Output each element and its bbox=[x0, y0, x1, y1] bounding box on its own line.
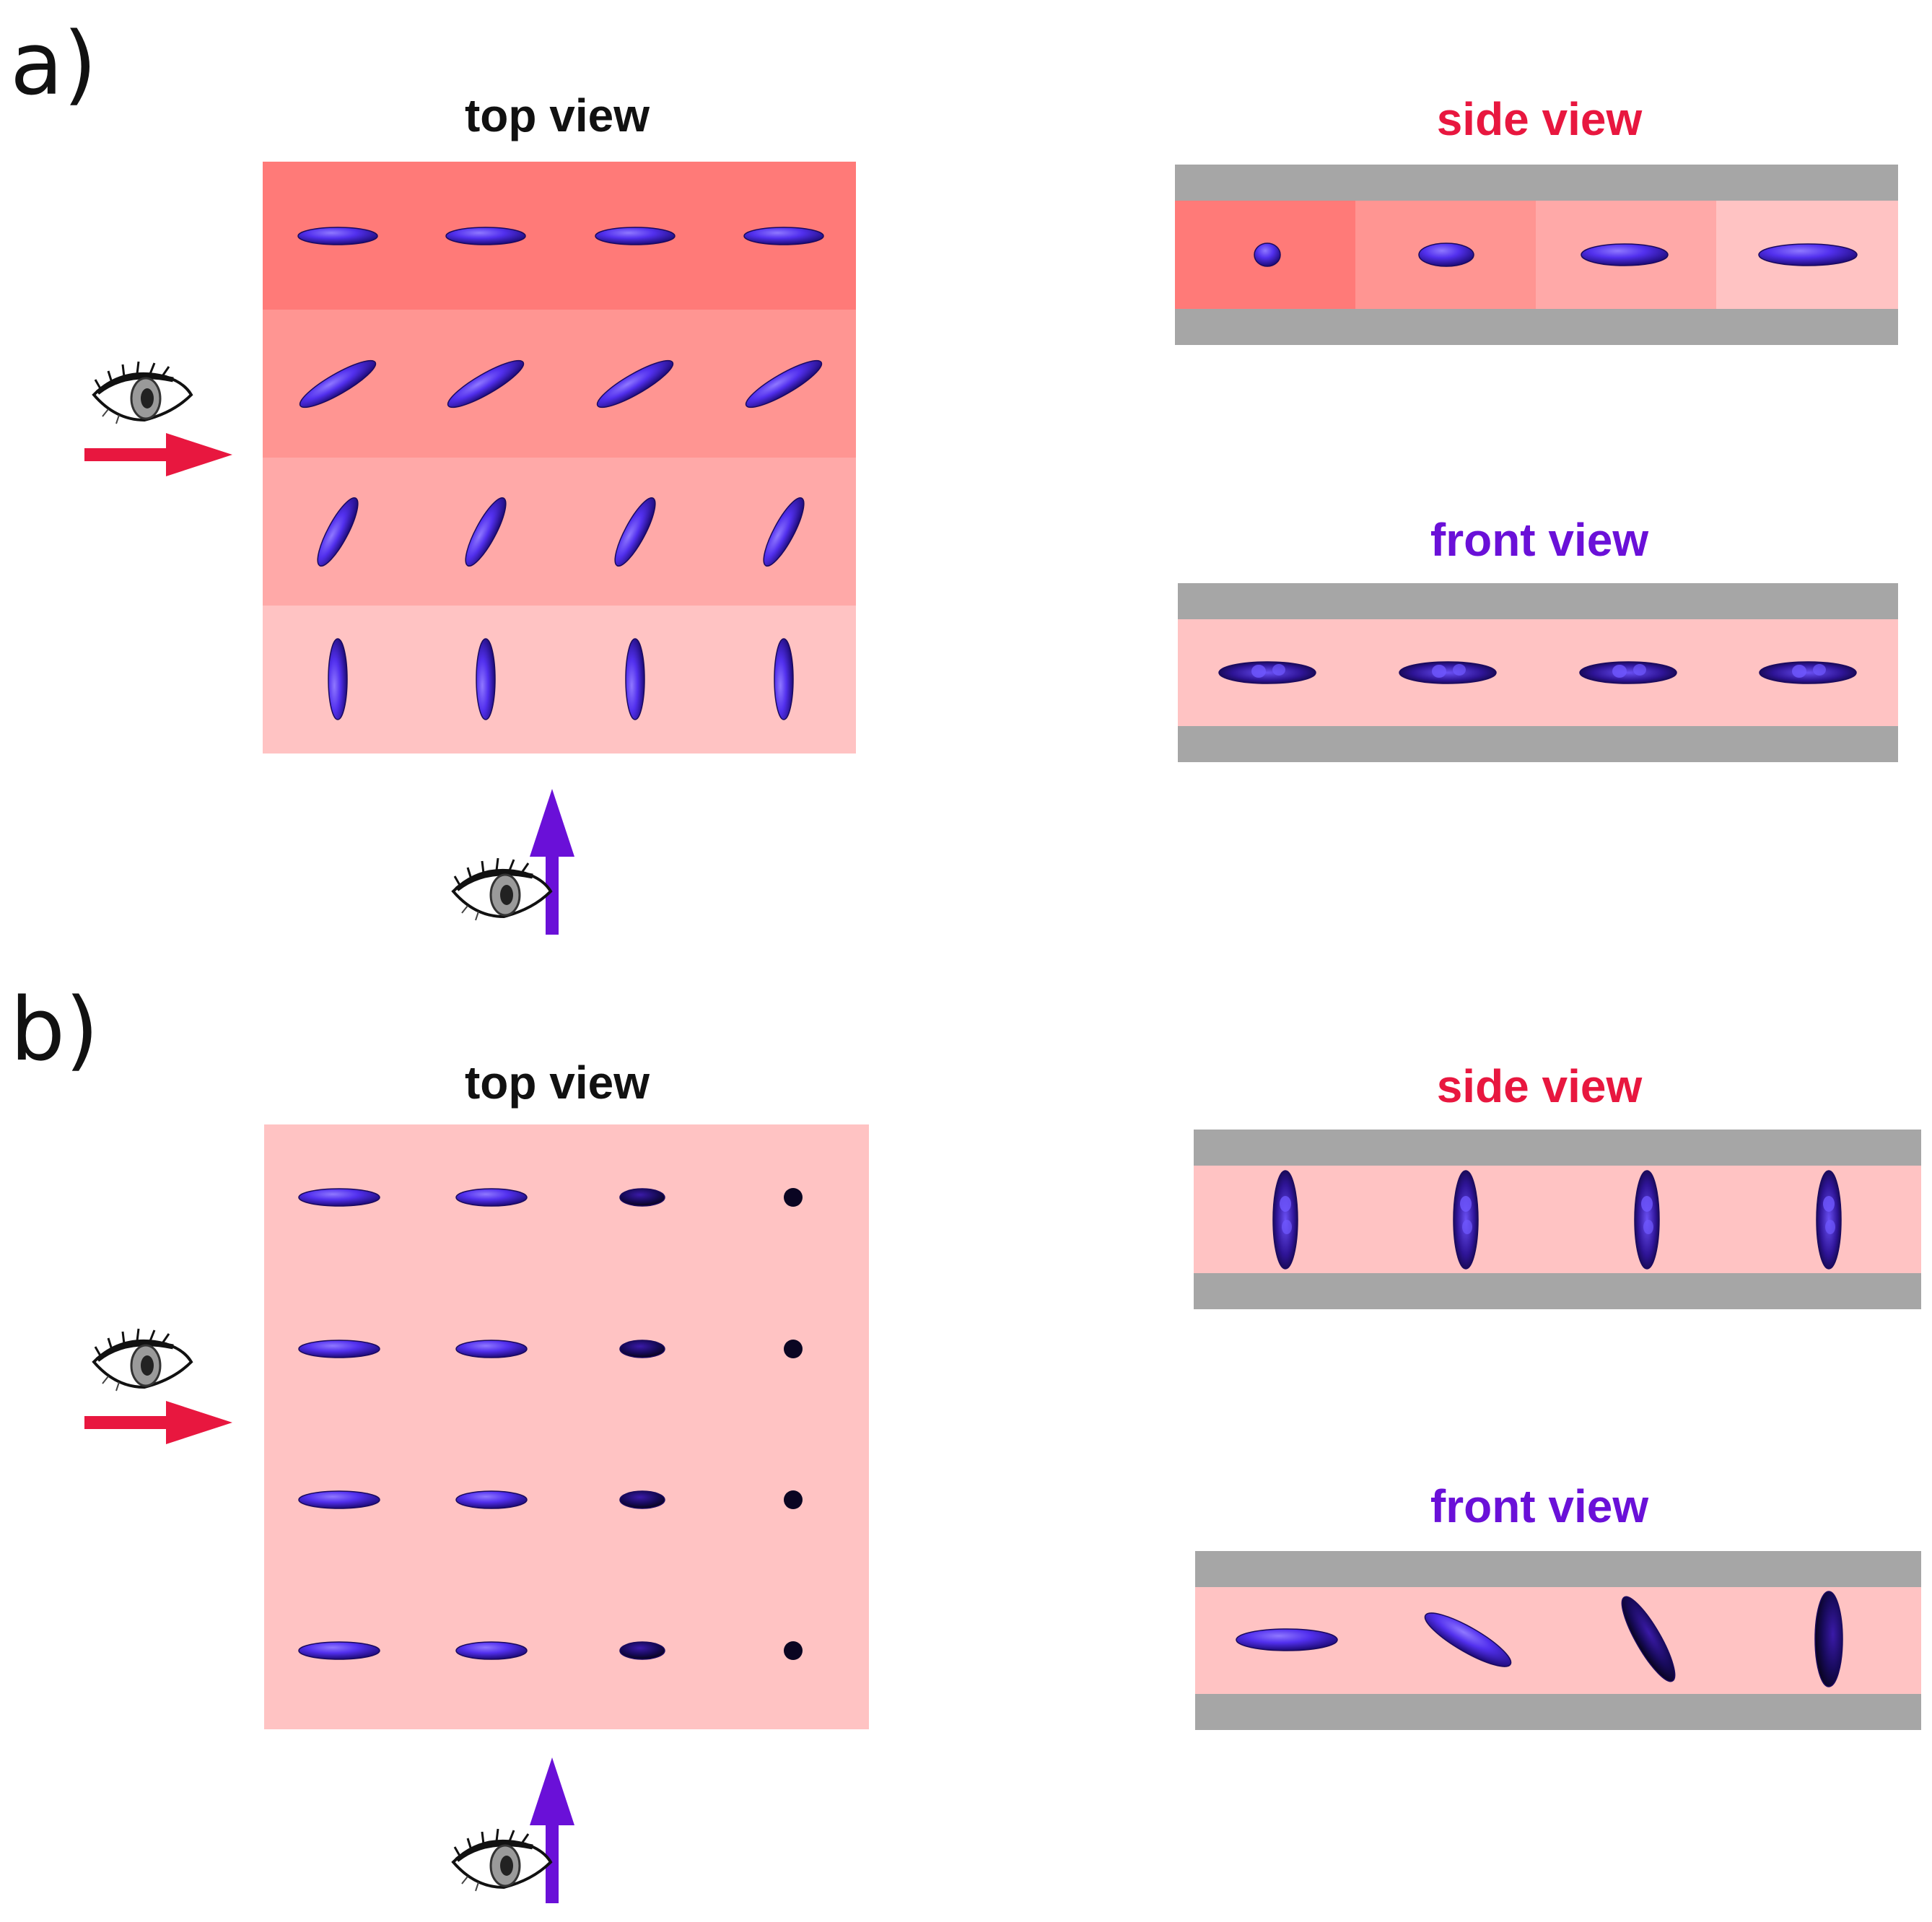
molecule-a-top bbox=[596, 359, 674, 409]
molecule-b-side-highlight bbox=[1460, 1196, 1472, 1212]
panel-b-top-view bbox=[264, 1124, 869, 1729]
molecule-a-top bbox=[447, 359, 525, 409]
molecule-a-top bbox=[743, 227, 824, 245]
molecule-b-top bbox=[619, 1340, 665, 1358]
molecule-a-top bbox=[297, 227, 378, 245]
molecule-b-side bbox=[1453, 1170, 1479, 1270]
panel-label-a: a) bbox=[10, 14, 97, 115]
molecule-a-top bbox=[317, 497, 359, 567]
molecule-a-front-highlight bbox=[1633, 664, 1646, 676]
panel-b-side-view bbox=[1194, 1130, 1921, 1309]
molecule-b-side bbox=[1272, 1170, 1298, 1270]
molecule-b-side-highlight bbox=[1280, 1196, 1291, 1212]
molecule-a-top bbox=[625, 638, 645, 720]
molecule-a-top bbox=[614, 497, 656, 567]
molecule-a-top bbox=[445, 227, 526, 245]
molecule-b-top bbox=[298, 1188, 380, 1207]
molecule-a-front-highlight bbox=[1813, 664, 1826, 676]
molecule-a-top bbox=[745, 359, 823, 409]
molecule-a-front-highlight bbox=[1792, 665, 1806, 678]
molecule-b-top-dot bbox=[784, 1490, 803, 1509]
panel-a-side-view bbox=[1175, 165, 1898, 345]
eye-icon bbox=[453, 858, 551, 920]
molecule-a-front-highlight bbox=[1612, 665, 1627, 678]
molecule-b-front bbox=[1621, 1596, 1676, 1682]
molecule-b-side bbox=[1816, 1170, 1842, 1270]
molecule-b-top bbox=[298, 1641, 380, 1660]
panel-b-front-view bbox=[1195, 1551, 1921, 1730]
molecule-b-front bbox=[1236, 1628, 1338, 1651]
molecule-a-front bbox=[1759, 661, 1857, 684]
molecule-b-side-highlight bbox=[1462, 1220, 1472, 1234]
molecule-b-front bbox=[1814, 1591, 1843, 1687]
molecule-a-side bbox=[1758, 243, 1858, 266]
molecule-b-top bbox=[455, 1340, 528, 1358]
arrow-right-icon-head bbox=[166, 1401, 232, 1444]
eye-icon bbox=[94, 362, 191, 424]
molecule-a-front-highlight bbox=[1453, 664, 1466, 676]
molecule-a-top bbox=[774, 638, 794, 720]
molecule-b-top-dot bbox=[784, 1188, 803, 1207]
molecule-a-top bbox=[595, 227, 676, 245]
viewing-arrows bbox=[84, 362, 574, 1903]
molecule-b-top bbox=[298, 1340, 380, 1358]
molecule-b-side bbox=[1634, 1170, 1660, 1270]
molecules bbox=[297, 227, 1858, 1687]
molecule-a-top bbox=[328, 638, 348, 720]
panel-a-top-view bbox=[263, 162, 856, 753]
arrow-up-icon-head bbox=[530, 1757, 574, 1825]
arrow-up-icon-head bbox=[530, 789, 574, 857]
molecule-a-front bbox=[1399, 661, 1497, 684]
eye-icon bbox=[94, 1329, 191, 1391]
title-top-view-a: top view bbox=[464, 89, 650, 141]
molecule-a-side bbox=[1254, 243, 1281, 267]
molecule-a-side bbox=[1581, 243, 1669, 266]
molecule-b-side-highlight bbox=[1825, 1220, 1835, 1234]
molecule-b-side-highlight bbox=[1282, 1220, 1292, 1234]
molecule-b-front bbox=[1424, 1612, 1512, 1667]
molecule-a-front-highlight bbox=[1432, 665, 1446, 678]
arrow-right-icon-head bbox=[166, 433, 232, 476]
title-front-view-a: front view bbox=[1430, 514, 1649, 566]
molecule-b-side-highlight bbox=[1823, 1196, 1835, 1212]
molecule-b-side-highlight bbox=[1643, 1220, 1653, 1234]
molecule-b-top bbox=[455, 1188, 528, 1207]
title-front-view-b: front view bbox=[1430, 1480, 1649, 1532]
molecule-a-side bbox=[1418, 243, 1474, 267]
molecule-a-front bbox=[1218, 661, 1316, 684]
molecule-a-top bbox=[476, 638, 496, 720]
title-top-view-b: top view bbox=[464, 1057, 650, 1109]
molecule-b-top bbox=[619, 1490, 665, 1509]
molecule-a-top bbox=[299, 359, 377, 409]
molecule-b-top-dot bbox=[784, 1641, 803, 1660]
molecule-a-front-highlight bbox=[1251, 665, 1266, 678]
panel-label-b: b) bbox=[10, 980, 99, 1080]
molecule-b-top bbox=[455, 1641, 528, 1660]
molecule-b-top bbox=[455, 1490, 528, 1509]
molecule-a-front-highlight bbox=[1272, 664, 1285, 676]
title-side-view-a: side view bbox=[1436, 93, 1643, 145]
molecule-b-top-dot bbox=[784, 1340, 803, 1358]
eye-icon bbox=[453, 1829, 551, 1891]
molecule-b-side-highlight bbox=[1641, 1196, 1653, 1212]
molecule-b-top bbox=[619, 1641, 665, 1660]
molecule-a-top bbox=[465, 497, 507, 567]
molecule-a-front bbox=[1579, 661, 1677, 684]
title-side-view-b: side view bbox=[1436, 1060, 1643, 1112]
molecule-a-top bbox=[763, 497, 805, 567]
molecule-b-top bbox=[298, 1490, 380, 1509]
molecule-b-top bbox=[619, 1188, 665, 1207]
